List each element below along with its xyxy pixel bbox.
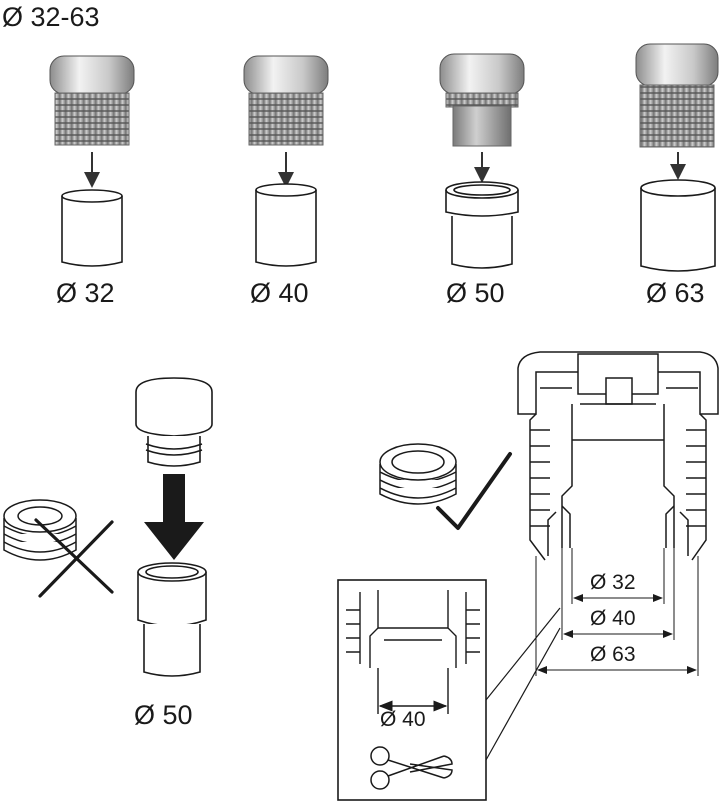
seal-ring-wrong	[3, 499, 77, 561]
dim-label-32: Ø 32	[590, 571, 636, 594]
top-adapter-32	[49, 55, 135, 146]
top-label-40: Ø 40	[250, 278, 309, 308]
top-adapter-50	[439, 53, 525, 147]
left-arrow	[144, 474, 204, 560]
dim-label-63: Ø 63	[590, 643, 636, 666]
inset-box	[337, 579, 561, 801]
left-pipe-label: Ø 50	[134, 700, 193, 730]
top-pipe-50	[445, 181, 519, 269]
top-pipe-32	[61, 189, 123, 267]
left-adapter	[135, 377, 213, 467]
top-label-50: Ø 50	[446, 278, 505, 308]
top-label-32: Ø 32	[56, 278, 115, 308]
top-label-63: Ø 63	[646, 278, 705, 308]
valve-section	[517, 351, 719, 561]
top-adapter-40	[243, 55, 329, 146]
dimension-lines	[535, 548, 699, 676]
scissors-icon	[370, 746, 453, 790]
dim-label-40: Ø 40	[590, 607, 636, 630]
top-adapter-63	[635, 43, 719, 148]
top-pipe-40	[255, 183, 317, 267]
cross-icon	[34, 518, 114, 598]
check-icon	[436, 452, 512, 530]
inset-detail	[346, 590, 480, 714]
inset-label: Ø 40	[380, 708, 426, 731]
top-pipe-63	[640, 179, 716, 272]
range-label: Ø 32-63	[2, 2, 100, 32]
left-pipe-50	[137, 562, 207, 677]
seal-ring-correct	[379, 443, 457, 505]
